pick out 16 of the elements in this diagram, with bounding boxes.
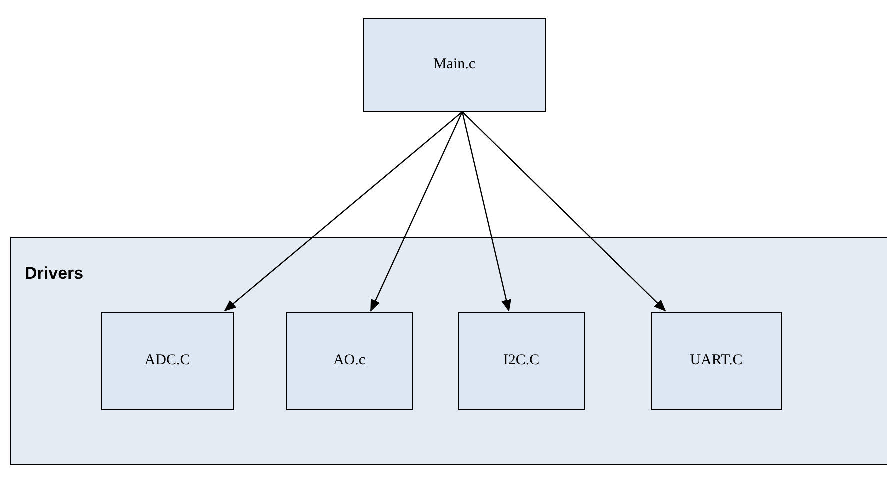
group-title: Drivers	[25, 264, 84, 284]
file-name: ADC.C	[144, 352, 192, 370]
file-box	[286, 312, 413, 410]
arrow	[370, 112, 464, 312]
arrow	[224, 112, 463, 312]
file-box	[363, 18, 546, 112]
file-name: AO.c	[332, 352, 367, 370]
file-box	[651, 312, 782, 410]
arrow	[462, 112, 666, 312]
file-box	[101, 312, 234, 410]
file-box	[458, 312, 585, 410]
arrow	[462, 112, 512, 312]
file-name: I2C.C	[502, 352, 541, 370]
group-panel	[10, 237, 887, 465]
file-name: UART.C	[689, 352, 744, 370]
file-name: Main.c	[432, 56, 477, 74]
